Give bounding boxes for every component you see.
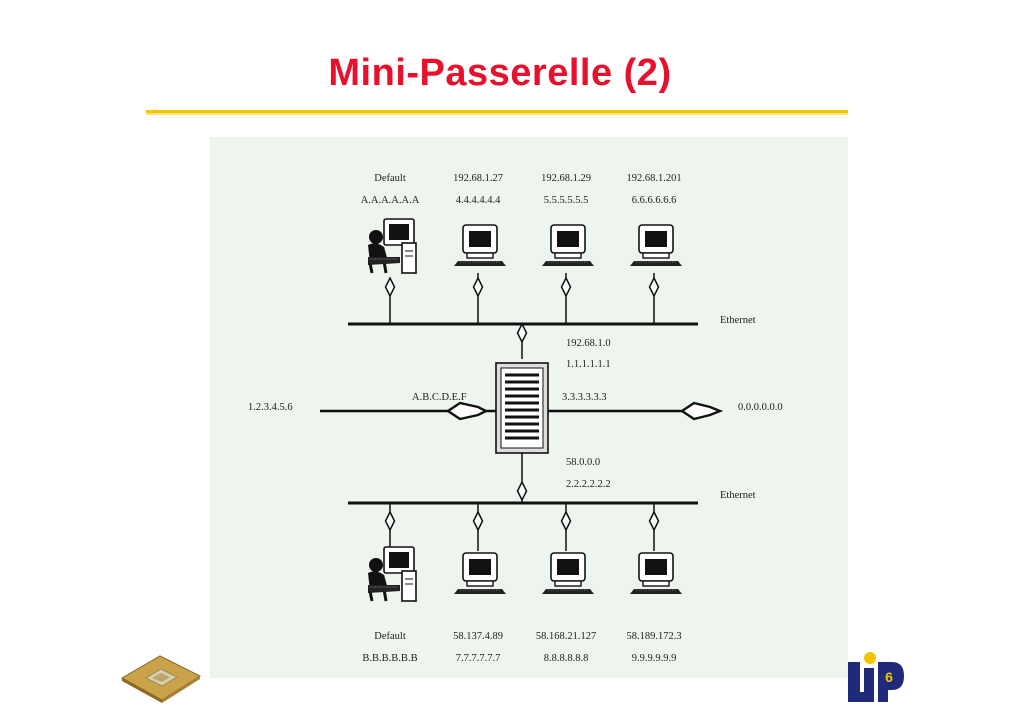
bottom-host-2-name: 58.137.4.89 [453, 631, 503, 642]
slide-title: Mini-Passerelle (2) [328, 52, 672, 94]
top-host-3-mac: 5.5.5.5.5.5 [544, 195, 589, 206]
top-bus-label: Ethernet [720, 315, 756, 326]
connector-icon [516, 323, 528, 343]
connector-icon [648, 511, 660, 531]
connector-icon [560, 277, 572, 297]
workstation-icon [629, 552, 683, 595]
gateway-right-mac: 3.3.3.3.3.3 [562, 392, 607, 403]
network-diagram-svg: Default A.A.A.A.A.A 192.68.1.27 4.4.4.4.… [248, 173, 783, 664]
bottom-host-links [389, 504, 655, 551]
connector-icon [648, 277, 660, 297]
gateway-bottom-network: 58.0.0.0 [566, 457, 600, 468]
logo-number: 6 [885, 669, 893, 685]
workstation-icon [453, 552, 507, 595]
connector-icon [384, 511, 396, 531]
bottom-host-3-mac: 8.8.8.8.8.8 [544, 653, 589, 664]
top-host-4-name: 192.68.1.201 [626, 173, 681, 184]
left-link-label: 1.2.3.4.5.6 [248, 402, 293, 413]
top-host-2-mac: 4.4.4.4.4.4 [456, 195, 501, 206]
connector-icon [560, 511, 572, 531]
workstation-icon [541, 224, 595, 267]
connector-icon [472, 277, 484, 297]
left-connector-icon [445, 401, 489, 421]
top-host-2-name: 192.68.1.27 [453, 173, 503, 184]
gateway-bottom-mac: 2.2.2.2.2.2 [566, 479, 611, 490]
tower-computer-icon [366, 217, 418, 275]
gateway-left-mac: A.B.C.D.E.F [412, 392, 467, 403]
top-host-links [389, 273, 655, 323]
gateway-top-mac: 1.1.1.1.1.1 [566, 359, 611, 370]
bottom-host-1-name: Default [374, 631, 406, 642]
bottom-host-3-name: 58.168.21.127 [536, 631, 596, 642]
right-connector-icon [679, 401, 724, 421]
workstation-icon [629, 224, 683, 267]
bottom-host-4-mac: 9.9.9.9.9.9 [632, 653, 677, 664]
top-host-1-mac: A.A.A.A.A.A [361, 195, 420, 206]
right-link-label: 0.0.0.0.0.0 [738, 402, 783, 413]
bottom-bus-label: Ethernet [720, 490, 756, 501]
title-divider [146, 110, 848, 113]
processor-chip-icon [120, 652, 202, 709]
top-host-labels: Default A.A.A.A.A.A 192.68.1.27 4.4.4.4.… [361, 173, 682, 206]
tower-computer-icon [366, 545, 418, 603]
top-host-3-name: 192.68.1.29 [541, 173, 591, 184]
bottom-host-1-mac: B.B.B.B.B.B [362, 653, 417, 664]
top-host-1-name: Default [374, 173, 406, 184]
lip6-logo: 6 [846, 650, 908, 711]
bottom-host-labels: Default B.B.B.B.B.B 58.137.4.89 7.7.7.7.… [362, 631, 681, 664]
workstation-icon [541, 552, 595, 595]
gateway-server-icon [495, 362, 549, 454]
bottom-host-2-mac: 7.7.7.7.7.7 [456, 653, 501, 664]
top-host-4-mac: 6.6.6.6.6.6 [632, 195, 677, 206]
connector-icon [516, 481, 528, 501]
workstation-icon [453, 224, 507, 267]
connector-icon [472, 511, 484, 531]
connector-icon [384, 277, 396, 297]
gateway-top-network: 192.68.1.0 [566, 338, 611, 349]
network-diagram: Default A.A.A.A.A.A 192.68.1.27 4.4.4.4.… [210, 137, 848, 678]
bottom-host-4-name: 58.189.172.3 [626, 631, 681, 642]
